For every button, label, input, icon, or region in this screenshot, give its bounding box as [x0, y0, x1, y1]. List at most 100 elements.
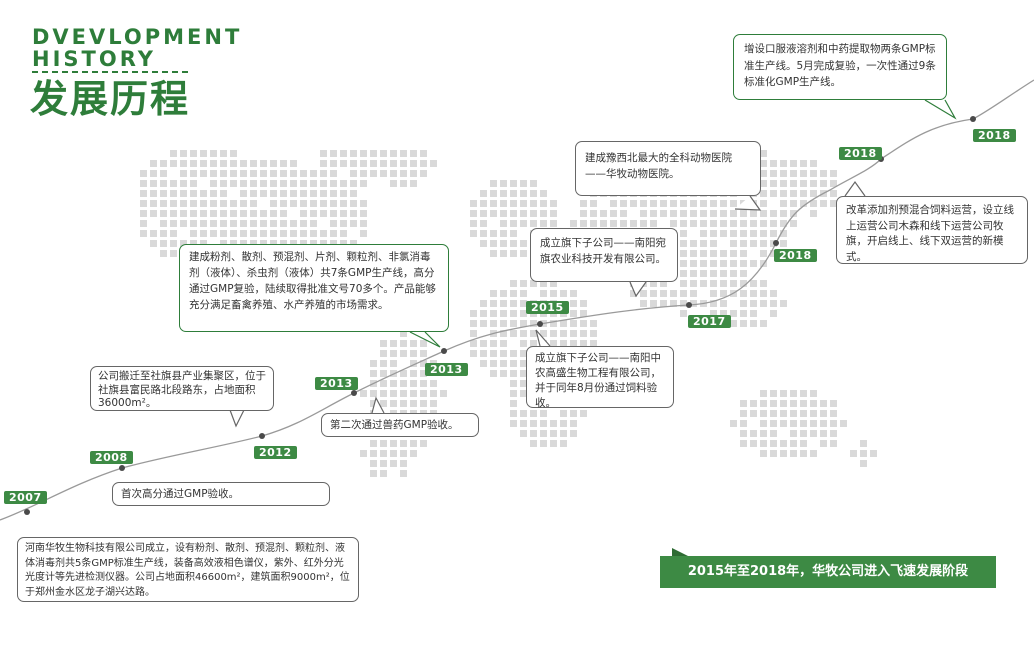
map-dot [400, 330, 407, 337]
map-dot [340, 230, 347, 237]
map-dot [480, 190, 487, 197]
map-dot [390, 350, 397, 357]
map-dot [170, 210, 177, 217]
map-dot [760, 180, 767, 187]
map-dot [210, 200, 217, 207]
map-dot [380, 370, 387, 377]
map-dot [810, 200, 817, 207]
map-dot [530, 410, 537, 417]
map-dot [690, 250, 697, 257]
map-dot [190, 160, 197, 167]
title-english-line2: HISTORY [32, 47, 156, 71]
map-dot [690, 300, 697, 307]
map-dot [800, 430, 807, 437]
map-dot [430, 390, 437, 397]
map-dot [510, 350, 517, 357]
map-dot [370, 460, 377, 467]
milestone-note-2013-a: 第二次通过兽药GMP验收。 [321, 413, 479, 437]
map-dot [510, 220, 517, 227]
map-dot [490, 210, 497, 217]
map-dot [380, 450, 387, 457]
map-dot [270, 180, 277, 187]
map-dot [830, 400, 837, 407]
map-dot [740, 240, 747, 247]
map-dot [810, 190, 817, 197]
map-dot [750, 260, 757, 267]
map-dot [760, 290, 767, 297]
map-dot [770, 310, 777, 317]
map-dot [740, 260, 747, 267]
map-dot [240, 220, 247, 227]
map-dot [390, 170, 397, 177]
map-dot [190, 200, 197, 207]
map-dot [520, 320, 527, 327]
map-dot [530, 330, 537, 337]
map-dot [750, 300, 757, 307]
map-dot [640, 290, 647, 297]
map-dot [470, 220, 477, 227]
map-dot [810, 400, 817, 407]
map-dot [510, 330, 517, 337]
milestone-note-2012: 公司搬迁至社旗县产业集聚区，位于社旗县富民路北段路东，占地面积36000m²。 [90, 366, 274, 411]
map-dot [740, 210, 747, 217]
map-dot [640, 200, 647, 207]
map-dot [520, 220, 527, 227]
summary-banner: 2015年至2018年，华牧公司进入飞速发展阶段 [660, 556, 996, 588]
map-dot [800, 200, 807, 207]
map-dot [700, 210, 707, 217]
map-dot [740, 410, 747, 417]
map-dot [640, 210, 647, 217]
map-dot [570, 340, 577, 347]
map-dot [250, 210, 257, 217]
map-dot [690, 220, 697, 227]
map-dot [470, 310, 477, 317]
map-dot [510, 300, 517, 307]
map-dot [440, 390, 447, 397]
map-dot [770, 390, 777, 397]
map-dot [780, 200, 787, 207]
map-dot [310, 240, 317, 247]
map-dot [760, 240, 767, 247]
map-dot [710, 280, 717, 287]
map-dot [820, 170, 827, 177]
map-dot [150, 240, 157, 247]
map-dot [730, 420, 737, 427]
map-dot [220, 150, 227, 157]
milestone-note-2013-b: 建成粉剂、散剂、预混剂、片剂、颗粒剂、非氯消毒剂（液体）、杀虫剂（液体）共7条G… [179, 244, 449, 332]
map-dot [710, 300, 717, 307]
map-dot [370, 400, 377, 407]
map-dot [420, 160, 427, 167]
map-dot [290, 200, 297, 207]
map-dot [420, 340, 427, 347]
map-dot [290, 230, 297, 237]
map-dot [160, 190, 167, 197]
map-dot [520, 200, 527, 207]
map-dot [230, 200, 237, 207]
map-dot [700, 220, 707, 227]
map-dot [240, 170, 247, 177]
map-dot [230, 170, 237, 177]
map-dot [760, 190, 767, 197]
map-dot [520, 420, 527, 427]
map-dot [730, 250, 737, 257]
map-dot [770, 210, 777, 217]
map-dot [270, 160, 277, 167]
map-dot [680, 310, 687, 317]
map-dot [790, 200, 797, 207]
map-dot [390, 400, 397, 407]
map-dot [180, 240, 187, 247]
map-dot [520, 290, 527, 297]
map-dot [410, 160, 417, 167]
map-dot [190, 150, 197, 157]
map-dot [370, 450, 377, 457]
map-dot [740, 280, 747, 287]
map-dot [810, 390, 817, 397]
map-dot [200, 210, 207, 217]
year-tag-2018-a: 2018 [774, 249, 817, 262]
map-dot [510, 290, 517, 297]
map-dot [470, 230, 477, 237]
map-dot [550, 440, 557, 447]
map-dot [310, 210, 317, 217]
map-dot [500, 190, 507, 197]
map-dot [500, 180, 507, 187]
